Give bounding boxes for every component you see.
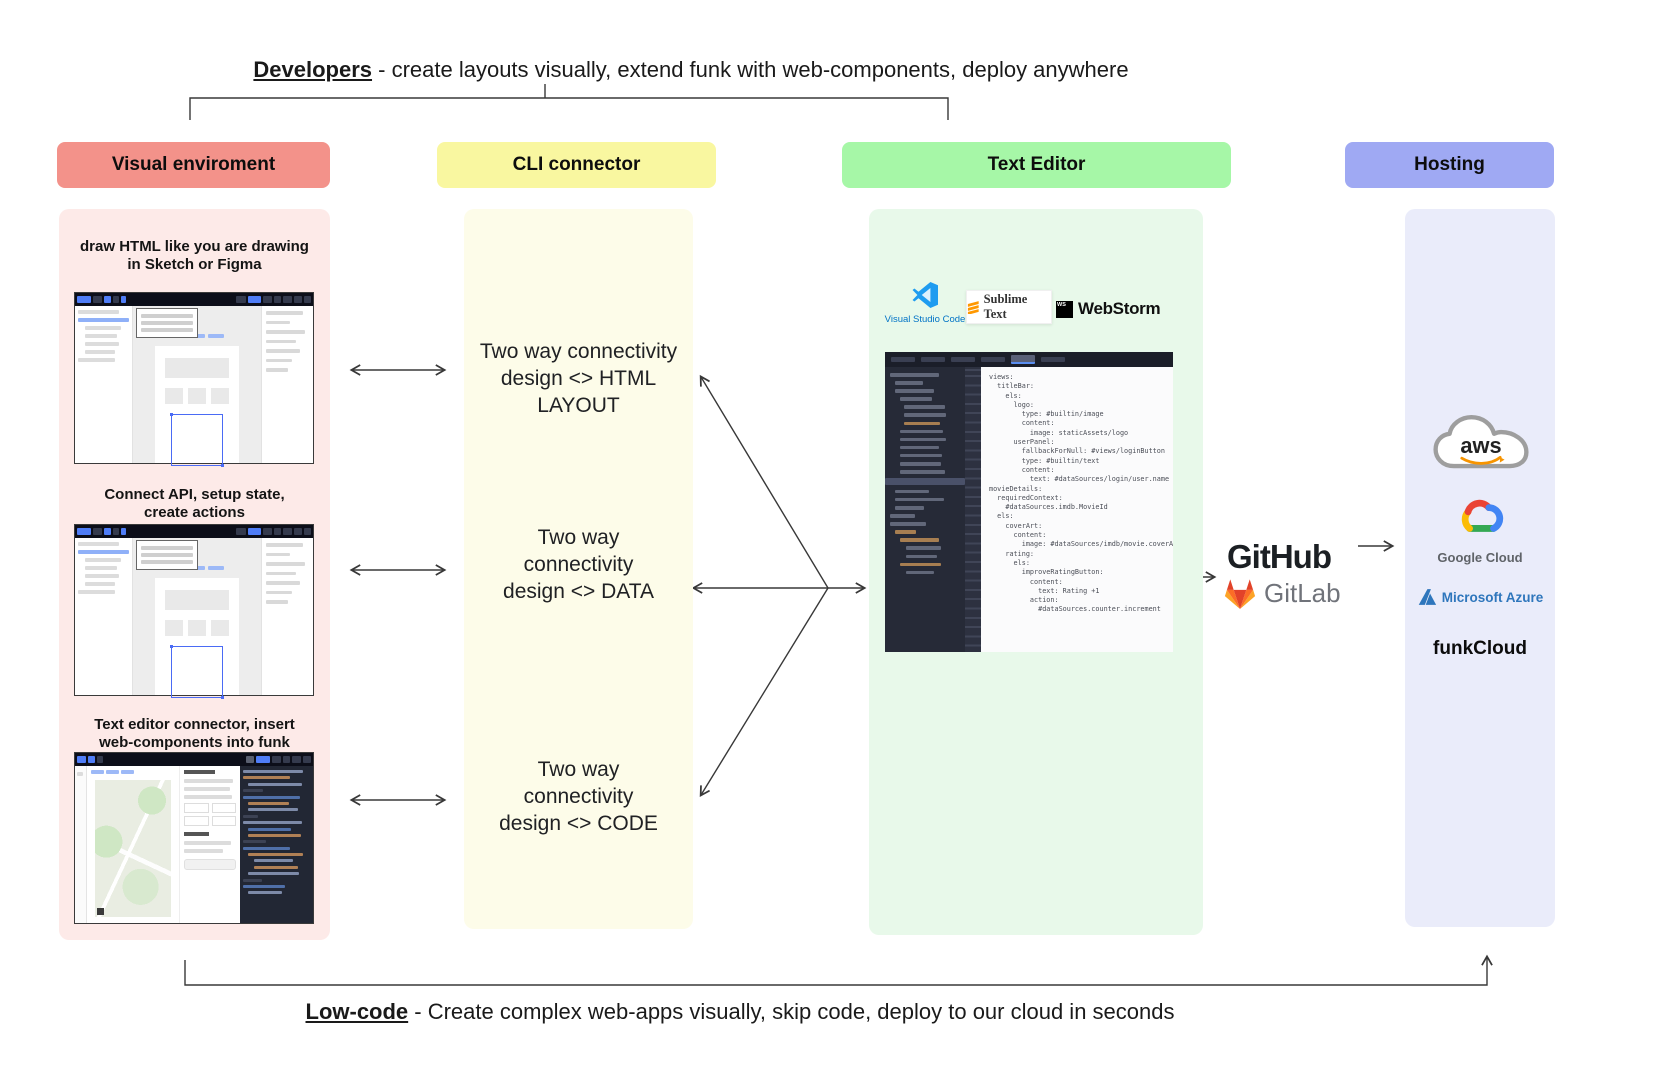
top-caption-term: Developers (253, 57, 373, 82)
ide-line-numbers (965, 367, 981, 652)
mini-selection-box (170, 413, 224, 467)
mini-page (155, 346, 239, 467)
github-logo: GitHub (1227, 538, 1332, 575)
ide-project-tree (885, 367, 965, 652)
azure-icon (1418, 589, 1436, 605)
aws-logo: aws (1433, 413, 1529, 484)
vscode-label: Visual Studio Code (884, 314, 966, 325)
column-header-text-editor: Text Editor (842, 142, 1231, 188)
screenshot-visual-builder-layout (74, 292, 314, 467)
gitlab-tanuki-icon (1224, 579, 1256, 610)
webstorm-logo: WS WebStorm (1056, 299, 1161, 319)
vscode-logo: Visual Studio Code (884, 282, 966, 325)
mini-properties-panel (261, 538, 313, 695)
bottom-caption-text: - Create complex web-apps visually, skip… (408, 999, 1175, 1024)
mini-layers-panel (75, 538, 133, 695)
vscode-icon (912, 282, 938, 308)
visual-item-caption-3: Text editor connector, insert web-compon… (94, 716, 295, 751)
mini-canvas (133, 538, 261, 699)
arrow-converge-to-html (699, 374, 829, 589)
panel-cli-connector (464, 209, 693, 929)
top-bracket (189, 97, 949, 120)
bottom-caption-term: Low-code (305, 999, 409, 1024)
webstorm-icon: WS (1056, 300, 1073, 318)
panel-hosting (1405, 209, 1555, 927)
ide-code-area: views: titleBar: els: logo: type: #built… (981, 367, 1173, 652)
mini-layers-panel (75, 306, 133, 463)
visual-item-caption-2: Connect API, setup state, create actions (104, 486, 285, 521)
bottom-bracket-arrow (184, 954, 1493, 986)
mini-map-preview (87, 766, 180, 923)
sublime-logo: Sublime Text (966, 290, 1052, 324)
google-cloud-icon (1454, 496, 1506, 543)
aws-label: aws (1460, 433, 1501, 458)
map-thumbnail (95, 780, 171, 917)
mini-toolbar (75, 293, 313, 306)
screenshot-editor-connector (74, 752, 314, 924)
screenshot-visual-builder-data (74, 524, 314, 699)
sublime-icon (967, 301, 979, 314)
bottom-caption: Low-code - Create complex web-apps visua… (0, 999, 1480, 1025)
gitlab-label: GitLab (1264, 578, 1341, 608)
mini-code-panel (240, 766, 313, 923)
funkcloud-label: funkCloud (1433, 638, 1527, 659)
ide-code: views: titleBar: els: logo: type: #built… (989, 373, 1173, 614)
top-caption-text: - create layouts visually, extend funk w… (372, 57, 1129, 82)
column-header-cli-connector: CLI connector (437, 142, 716, 188)
mini-selection-box (170, 645, 224, 699)
ide-tab-bar (885, 352, 1173, 367)
mini-properties-panel (261, 306, 313, 463)
azure-logo: Microsoft Azure (1405, 588, 1555, 606)
aws-cloud-icon: aws (1433, 415, 1529, 469)
webstorm-label: WebStorm (1078, 299, 1161, 318)
sublime-label: Sublime Text (983, 292, 1028, 321)
visual-item-caption-1: draw HTML like you are drawing in Sketch… (80, 238, 309, 273)
cli-item-html-layout: Two way connectivity design <> HTML LAYO… (479, 340, 678, 417)
azure-label: Microsoft Azure (1441, 589, 1544, 605)
ide-screenshot: views: titleBar: els: logo: type: #built… (885, 352, 1173, 652)
mini-properties-panel (180, 766, 240, 923)
gitlab-logo: GitLab (1223, 577, 1341, 610)
column-header-hosting: Hosting (1345, 142, 1554, 188)
cli-item-data: Two way connectivity design <> DATA (503, 526, 654, 603)
arrow-converge-to-code (699, 587, 829, 798)
top-caption: Developers - create layouts visually, ex… (0, 57, 1382, 83)
mini-canvas (133, 306, 261, 467)
cli-item-code: Two way connectivity design <> CODE (499, 758, 658, 835)
mini-insert-menu (136, 308, 198, 338)
google-cloud-label: Google Cloud (1437, 550, 1523, 565)
column-header-visual-environment: Visual enviroment (57, 142, 330, 188)
